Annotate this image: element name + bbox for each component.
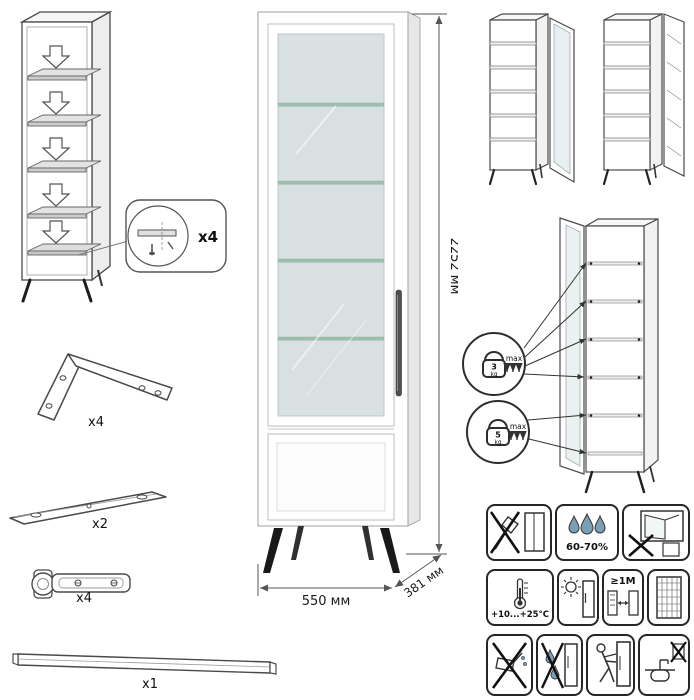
load-shelves [587,261,643,456]
push-cabinet-icon [586,634,635,696]
weight-icon [488,419,508,430]
load-limit-drawing: 3 kg max 5 kg max [462,217,659,494]
temperature-icon: +10...+25°C [486,569,554,626]
weight-icon [484,351,504,362]
ventilation-grid-icon [647,569,690,626]
hinge-drawing [31,569,131,599]
load-5kg-value: 5 [495,431,501,440]
no-wet-cleaning-icon [536,634,583,696]
shelf-pin-detail-icon [137,222,177,256]
shelf-pin-qty: x4 [198,228,219,246]
humidity-label: 60-70% [565,542,608,553]
load-5kg-badge: 5 kg max [466,400,530,464]
door-option-left [488,13,575,186]
distance-panels-icon [607,590,639,616]
shelves [27,68,102,256]
distance-label: ≥1M [610,576,636,587]
glass-shelves [277,102,385,341]
rail-qty: x2 [92,517,108,532]
water-drops-icon [568,512,606,535]
no-sunlight-icon [557,569,599,626]
load-3kg-value: 3 [491,363,497,372]
load-5kg-max: max [510,422,527,431]
insert-arrow-icons [41,45,71,244]
no-liquids-icon [486,634,533,696]
leg-qty: x4 [88,415,104,430]
height-dimension [406,13,447,555]
no-axe-icon [486,504,552,561]
door-options-drawing [488,13,685,186]
metal-legs [263,526,400,573]
no-washing-icon [638,634,690,696]
height-label: 2252 мм [447,238,458,295]
leg-bracket-drawing [37,353,173,421]
glass-reflections [291,105,367,397]
depth-dimension [394,554,442,588]
load-3kg-unit: kg [490,372,497,378]
door-handle [395,289,402,397]
hinge-qty: x4 [76,591,92,606]
load-3kg-badge: 3 kg max [462,332,526,396]
load-leader-arrows [523,262,587,455]
depth-label: 381 мм [401,563,446,600]
load-3kg-max: max [506,354,523,363]
no-open-window-icon [622,504,690,561]
width-dimension [257,564,392,596]
heat-distance-icon: ≥1M [602,569,644,626]
load-5kg-unit: kg [494,440,501,446]
exploded-cabinet-drawing [19,10,227,303]
humidity-icon: 60-70% [555,504,619,561]
handle-drawing [12,653,277,675]
main-cabinet-drawing: 2252 мм 550 мм 381 мм [257,11,458,609]
rail-drawing [9,491,167,525]
cabinet-legs [21,278,93,303]
temperature-label: +10...+25°C [490,609,550,620]
handle-qty: x1 [142,677,158,692]
door-option-right [602,13,685,186]
thermometer-icon [513,578,528,609]
width-label: 550 мм [302,594,351,609]
